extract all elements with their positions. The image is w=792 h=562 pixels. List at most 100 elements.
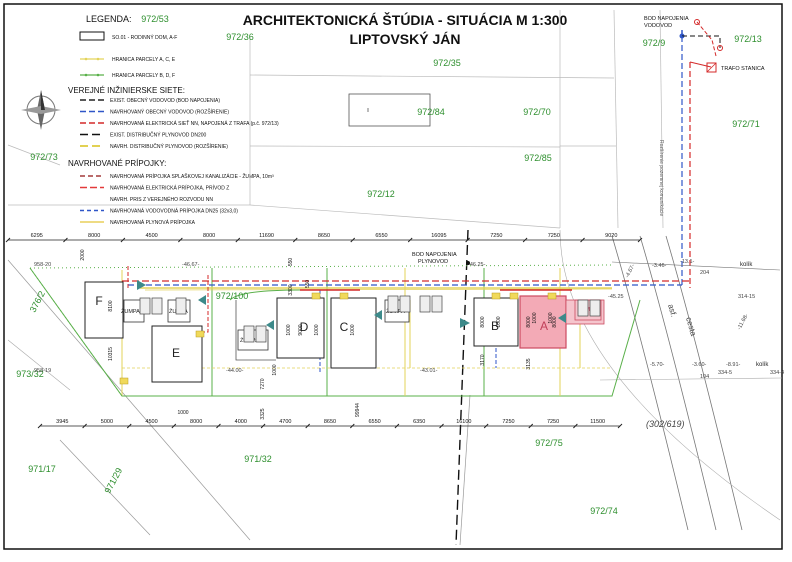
dim-top-label: 6550 — [375, 233, 387, 239]
dimension-label: 9000 — [298, 324, 304, 335]
legend-item-conn-2: NAVRH. PRIS Z VEREJNÉHO ROZVODU NN — [110, 196, 213, 203]
zumpa-1-label: ŽUMPA — [121, 307, 140, 315]
dimension-label: 3300 — [288, 284, 294, 295]
level-label: -3.46- — [652, 263, 667, 269]
gas-connection-label-2: PLYNOVOD — [418, 259, 448, 265]
legend-item-conn-0: NAVRHOVANÁ PRÍPOJKA SPLAŠKOVEJ KANALIZÁC… — [110, 172, 274, 180]
house-f-label: F — [95, 294, 102, 308]
parcel-number: 972/71 — [732, 119, 760, 129]
house-b-label: B — [491, 319, 499, 333]
legend-item-net-2: NAVRHOVANÁ ELEKTRICKÁ SIEŤ NN, NAPOJENÁ … — [110, 119, 279, 127]
houses: F E D C B A — [84, 281, 605, 383]
dim-bottom-label: 6350 — [413, 419, 425, 425]
dim-bottom-label: 4500 — [145, 419, 157, 425]
dim-bottom-label: 8650 — [324, 419, 336, 425]
dim-bottom-tick — [573, 423, 578, 429]
house-e-label: E — [172, 346, 180, 360]
legend-item-parcel-ace: HRANICA PARCELY A, C, E — [112, 57, 176, 63]
legend-house-symbol — [79, 31, 105, 41]
road-widening-note: Rozšírenie pozemnej komunikácie — [658, 140, 664, 216]
road-parcel-label: (302/619) — [646, 419, 685, 429]
dim-bottom-tick — [483, 423, 489, 429]
legend-heading: LEGENDA: — [86, 14, 132, 24]
dim-top-label: 6295 — [31, 233, 43, 239]
dim-top-tick — [522, 237, 528, 243]
legend-section-networks: VEREJNÉ INŽINIERSKE SIETE: — [68, 86, 185, 95]
parcel-number: 972/36 — [226, 32, 254, 42]
parcel-number: 973/32 — [16, 369, 44, 379]
dimension-label: 8000 — [526, 316, 532, 327]
dimension-label: 1000 — [548, 312, 554, 323]
dim-bottom-label: 7250 — [502, 419, 514, 425]
legend-item-net-4: NAVRH. DISTRIBUČNÝ PLYNOVOD (ROZŠÍRENIE) — [110, 143, 228, 150]
title-line-1: ARCHITEKTONICKÁ ŠTÚDIA - SITUÁCIA M 1:30… — [243, 11, 568, 28]
level-label: -44.00- — [226, 368, 244, 374]
dim-bottom-tick — [171, 423, 177, 429]
dim-top-label: 8000 — [88, 233, 100, 239]
dim-top-label: 7250 — [490, 233, 502, 239]
survey-peg-1: kolík — [740, 262, 753, 268]
parcel-number: 971/17 — [28, 464, 56, 474]
dimension-label: 8000 — [552, 316, 558, 327]
road-label-2: asf. — [666, 303, 678, 318]
level-label: 314-15 — [738, 294, 755, 300]
legend-section-connections: NAVRHOVANÉ PRÍPOJKY: — [68, 159, 166, 168]
dim-top-tick — [5, 237, 11, 243]
dim-bottom-label: 6550 — [368, 419, 380, 425]
parcel-number: 972/35 — [433, 58, 461, 68]
legend-item-conn-3: NAVRHOVANÁ VODOVODNÁ PRÍPOJKA DN25 (32x3… — [110, 208, 238, 215]
dim-top-label: 16095 — [431, 233, 446, 239]
parcel-number: 972/53 — [141, 14, 169, 24]
level-label: -13.1- — [680, 259, 695, 265]
legend-connections-list: NAVRHOVANÁ PRÍPOJKA SPLAŠKOVEJ KANALIZÁC… — [80, 172, 274, 226]
parcel-number: 972/70 — [523, 107, 551, 117]
dim-top-tick — [235, 237, 241, 243]
dimension-label: 1000 — [350, 324, 356, 335]
level-label: 958-20 — [34, 262, 51, 268]
dim-bottom-tick — [37, 423, 43, 429]
level-label: -43.01- — [420, 368, 438, 374]
dim-top-tick — [637, 237, 643, 243]
water-connection-label-1: BOD NAPOJENIA — [644, 16, 689, 22]
dimension-label: 550 — [305, 280, 311, 289]
legend-item-house: SO.01 - RODINNÝ DOM, A-F — [112, 34, 177, 41]
dim-bottom-tick — [617, 423, 623, 429]
dim-bottom-tick — [82, 423, 87, 429]
dimension-label: 3170 — [480, 354, 486, 365]
parcel-number: 972/73 — [30, 152, 58, 162]
dim-top-label: 7250 — [548, 233, 560, 239]
level-label: -45.25 — [608, 294, 624, 300]
dim-bottom-tick — [216, 423, 221, 429]
entrance-arrows — [137, 280, 566, 330]
dimension-label: 3135 — [526, 358, 532, 369]
north-arrow-icon — [21, 90, 61, 130]
dim-top-tick — [178, 237, 183, 243]
site-annotations: BOD NAPOJENIA PLYNOVOD kolík kolík (302/… — [412, 140, 769, 429]
septic-tanks: ŽUMPA ŽUMPA ŽUMPA ŽUMPA ŽUMPA — [119, 280, 602, 385]
dim-bottom-label: 5000 — [101, 419, 113, 425]
level-label: 958-19 — [34, 368, 51, 374]
trafo-label: TRAFO STANICA — [721, 66, 765, 72]
house-a-label: A — [540, 319, 548, 333]
parcel-number: 971/32 — [244, 454, 272, 464]
dim-bottom-label: 11500 — [590, 419, 605, 425]
level-label: -46.25- — [468, 262, 486, 268]
dim-bottom-label: 16100 — [456, 419, 471, 425]
dim-bottom-tick — [394, 423, 400, 429]
dim-bottom-tick — [439, 423, 444, 429]
dim-bottom-label: 3945 — [56, 419, 68, 425]
dimension-label: 1000 — [314, 324, 320, 335]
dimension-label: 1000 — [177, 410, 188, 416]
dim-bottom-tick — [126, 423, 132, 429]
parcel-number: 972/13 — [734, 34, 762, 44]
dim-top-label: 9020 — [605, 233, 617, 239]
level-label: 334-4 — [770, 370, 784, 376]
house-c — [330, 297, 377, 369]
dim-bottom-label: 7250 — [547, 419, 559, 425]
dim-top-tick — [120, 237, 126, 243]
parcel-number: 972/12 — [367, 189, 395, 199]
